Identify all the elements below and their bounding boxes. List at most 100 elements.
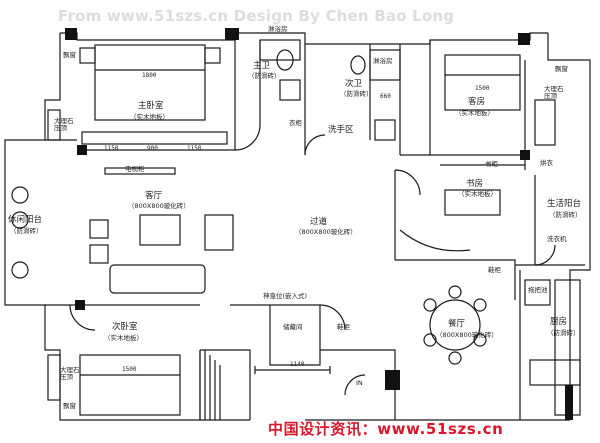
coffee-table bbox=[139, 214, 181, 246]
shrine-label: 神龛位(嵌入式) bbox=[263, 292, 308, 300]
outer-wall bbox=[547, 33, 591, 420]
stove bbox=[529, 359, 581, 386]
partition bbox=[394, 170, 516, 300]
wall-column bbox=[75, 300, 85, 310]
living-room-floor: （800X800玻化砖） bbox=[128, 202, 190, 210]
second-shower-label: 淋浴房 bbox=[373, 57, 393, 65]
second-bedroom-floor: （实木地板） bbox=[104, 334, 143, 342]
wash-area-label: 洗手区 bbox=[328, 125, 354, 135]
partition bbox=[199, 349, 251, 420]
second-bedroom-label: 次卧室 bbox=[112, 322, 138, 332]
shoe-cabinet-label: 鞋柜 bbox=[488, 266, 501, 274]
sofa bbox=[109, 264, 206, 294]
stairs bbox=[199, 350, 221, 420]
study-floor: （实木地板） bbox=[458, 190, 497, 198]
partition bbox=[320, 349, 396, 420]
wall-column bbox=[518, 33, 530, 45]
dim-1150a: 1150 bbox=[104, 145, 119, 152]
wall-column bbox=[77, 145, 87, 155]
leisure-balcony-label: 休闲阳台 bbox=[8, 215, 43, 225]
partition bbox=[77, 40, 401, 155]
fridge bbox=[524, 279, 551, 306]
shower-tray bbox=[259, 39, 301, 61]
storage-label: 储藏间 bbox=[283, 323, 303, 331]
dim-second-bed: 1500 bbox=[122, 366, 137, 373]
service-balcony-floor: （防滑砖） bbox=[549, 211, 582, 219]
wall-column bbox=[225, 28, 239, 40]
outer-wall bbox=[60, 32, 548, 45]
wall-column bbox=[520, 150, 530, 160]
guest-room-floor: （实木地板） bbox=[455, 109, 494, 117]
header-credit: From www.51szs.cn Design By Chen Bao Lon… bbox=[58, 7, 455, 25]
door bbox=[304, 134, 326, 156]
study-label: 书房 bbox=[466, 179, 484, 189]
wall-column bbox=[65, 28, 77, 40]
wall-column bbox=[385, 370, 400, 390]
partition bbox=[429, 40, 526, 170]
master-bath-label: 主卫 bbox=[253, 61, 271, 71]
bay-window-right-label: 飘窗 bbox=[555, 65, 568, 73]
corridor-floor: （800X800玻化砖） bbox=[295, 228, 357, 236]
second-bath-label: 次卫 bbox=[345, 79, 363, 89]
study-desk bbox=[444, 189, 501, 216]
washing-machine-label: 洗衣机 bbox=[547, 235, 567, 243]
door bbox=[534, 244, 556, 266]
dim-master-bed: 1800 bbox=[142, 72, 157, 79]
second-bath-floor: （防滑砖） bbox=[340, 90, 373, 98]
door bbox=[319, 304, 346, 331]
guest-bed bbox=[444, 54, 521, 111]
shower-label: 淋浴房 bbox=[268, 25, 288, 33]
leisure-balcony-floor: （防滑砖） bbox=[10, 227, 43, 235]
partition bbox=[515, 175, 585, 420]
dining-room-floor: （800X800玻化砖） bbox=[436, 331, 498, 339]
kitchen-floor: （防滑砖） bbox=[547, 329, 580, 337]
partition bbox=[45, 139, 320, 306]
washbasin bbox=[279, 79, 301, 101]
entry-label: IN bbox=[356, 379, 363, 387]
washbasin bbox=[374, 119, 396, 141]
service-balcony-label: 生活阳台 bbox=[547, 199, 582, 209]
armchair bbox=[89, 244, 109, 264]
bay-window bbox=[534, 99, 556, 146]
dim-900: 900 bbox=[147, 145, 158, 152]
corridor-label: 过道 bbox=[310, 217, 328, 227]
door bbox=[344, 374, 366, 396]
bay-window bbox=[47, 354, 61, 401]
guest-room-label: 客房 bbox=[468, 97, 486, 107]
dining-room-label: 餐厅 bbox=[448, 319, 466, 329]
dining-table bbox=[429, 299, 481, 351]
wall-column bbox=[565, 385, 573, 420]
marble-sill-left-label: 大理石压顶 bbox=[54, 117, 74, 132]
dim-entry-width: 1140 bbox=[290, 361, 305, 368]
dryer-label: 烘衣 bbox=[540, 159, 553, 167]
bay-window-bottom-label: 飘窗 bbox=[63, 402, 76, 410]
bay-window bbox=[47, 109, 61, 141]
dimension-line bbox=[254, 366, 331, 374]
door bbox=[394, 169, 421, 196]
cabinet-label: 鞋柜 bbox=[337, 323, 350, 331]
partition bbox=[400, 154, 525, 166]
armchair bbox=[89, 219, 109, 239]
shower-tray bbox=[369, 49, 401, 81]
marble-sill-right-label: 大理石压顶 bbox=[544, 85, 564, 100]
bookshelf-label: 书柜 bbox=[485, 160, 498, 168]
dim-1150b: 1150 bbox=[187, 145, 202, 152]
partition bbox=[269, 305, 321, 366]
dim-bath-width: 660 bbox=[380, 93, 391, 100]
door bbox=[234, 124, 261, 151]
mop-pool-label: 拖把池 bbox=[528, 286, 548, 294]
tv-cabinet bbox=[104, 167, 176, 175]
footer-watermark: 中国设计资讯：www.51szs.cn bbox=[268, 420, 504, 438]
master-bedroom-label: 主卧室 bbox=[138, 101, 164, 111]
wardrobe bbox=[81, 131, 228, 145]
second-bed bbox=[79, 354, 181, 416]
kitchen-label: 厨房 bbox=[550, 317, 568, 327]
marble-sill-bottom-label: 大理石压顶 bbox=[60, 366, 80, 381]
living-room-label: 客厅 bbox=[145, 191, 163, 201]
bay-window-left-label: 飘窗 bbox=[63, 51, 76, 59]
toilet bbox=[350, 55, 366, 75]
dim-guest-bed: 1500 bbox=[475, 85, 490, 92]
master-bed bbox=[94, 44, 206, 121]
wardrobe-label: 衣柜 bbox=[289, 119, 302, 127]
